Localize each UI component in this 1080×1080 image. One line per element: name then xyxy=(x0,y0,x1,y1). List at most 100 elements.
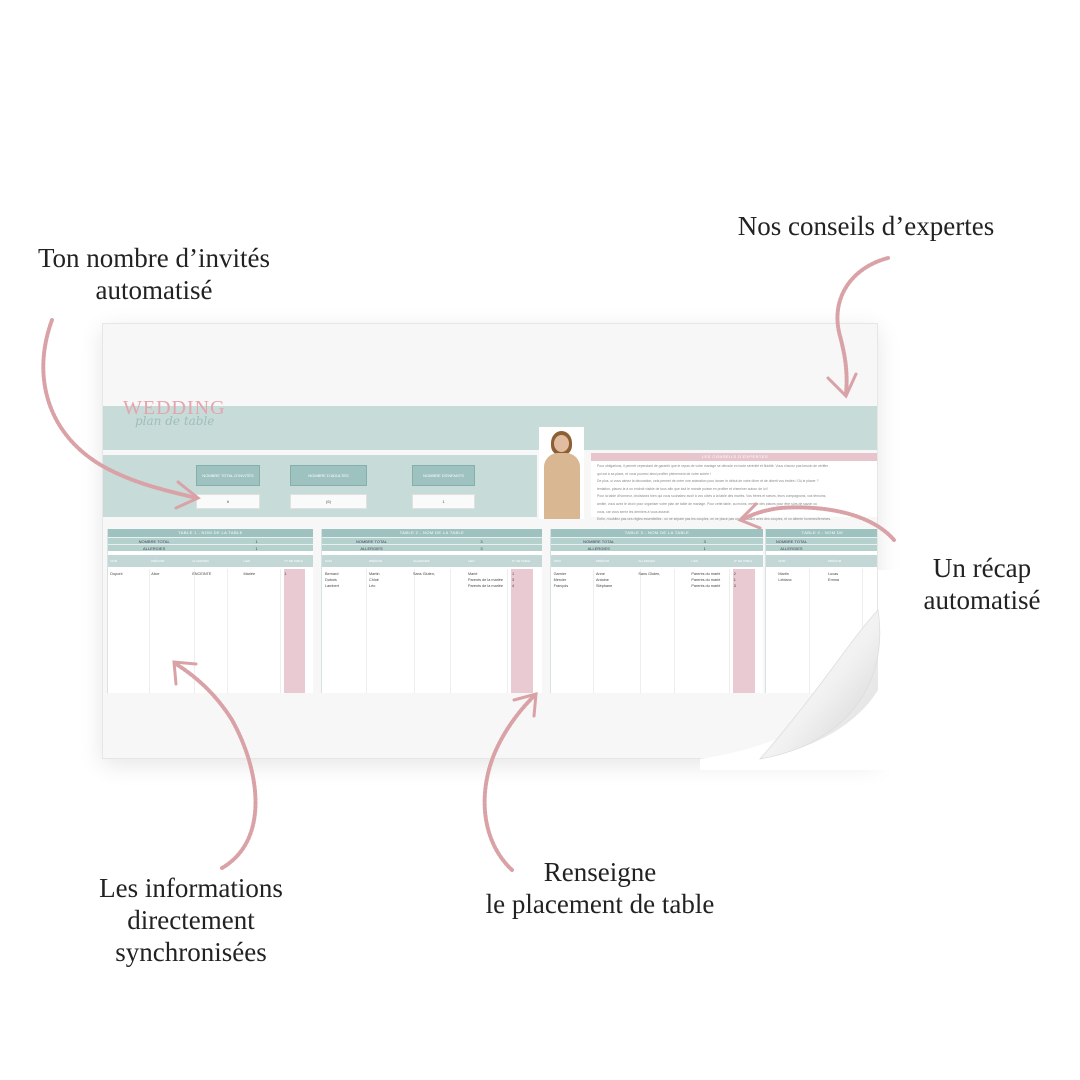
expert-advice-panel: LES CONSEILS D'EXPERTES Pour obligations… xyxy=(591,453,877,521)
table-cell[interactable]: Anne xyxy=(596,572,605,576)
table-cell[interactable]: Stéphane xyxy=(596,584,613,588)
expert-photo xyxy=(539,427,584,519)
table-cell[interactable]: 1 xyxy=(284,572,287,576)
callout-line: Un récap xyxy=(932,553,1032,583)
callout-line: Ton nombre d’invités xyxy=(37,243,271,273)
table-cell[interactable]: Parents du marié xyxy=(691,578,721,582)
counter-value[interactable]: 6 xyxy=(196,494,260,509)
table-cell[interactable]: Martin xyxy=(778,572,789,576)
table-cell[interactable]: Léo xyxy=(369,584,376,588)
table-cell[interactable]: Sans Gluten, xyxy=(638,572,661,576)
summary-label: ALLERGIES xyxy=(143,546,166,551)
column-divider xyxy=(593,569,595,693)
column-header: NOM xyxy=(553,559,561,563)
callout-line: Les informations xyxy=(99,873,283,903)
column-header: LIEN xyxy=(243,559,251,563)
table-cell[interactable]: Parents du marié xyxy=(691,572,721,576)
table-cell[interactable]: Lambert xyxy=(325,584,339,588)
column-divider xyxy=(366,569,367,693)
callout-table-placement: Renseigne le placement de table xyxy=(462,857,738,921)
column-header: LIEN xyxy=(468,559,475,563)
wedding-logo: WEDDING plan de table xyxy=(123,397,263,428)
table-summary-row: NOMBRE TOTAL xyxy=(766,537,877,544)
summary-label: NOMBRE TOTAL xyxy=(775,539,807,544)
table-cell[interactable]: 1 xyxy=(733,578,736,582)
table-row: Dupont Alice ENCEINTE Mariée 1 xyxy=(108,571,313,577)
advice-line: Pour obligations, il permet cependant de… xyxy=(597,464,829,468)
table-cell[interactable]: Mariée xyxy=(243,572,256,576)
column-divider xyxy=(449,569,451,693)
table-cell[interactable]: Martin xyxy=(369,572,380,576)
column-header: ALLERGIES xyxy=(413,559,430,563)
counter-label: NOMBRE D'ENFANTS xyxy=(412,465,475,486)
table-number-column xyxy=(511,569,534,693)
counter-value[interactable]: (6) xyxy=(290,494,367,509)
advice-line: tentation, placez-le à un endroit visibl… xyxy=(597,486,769,491)
summary-label: ALLERGIES xyxy=(780,546,803,551)
table-cell[interactable]: 1 xyxy=(512,572,515,576)
table-row: Lambert Léo Parents de la mariée 4 xyxy=(322,583,542,589)
table-cell[interactable]: 3 xyxy=(733,584,736,588)
column-header: ALLERGIES xyxy=(638,559,656,563)
callout-line: automatisé xyxy=(923,584,1041,615)
table-cell[interactable]: Leblanc xyxy=(778,578,792,582)
table-cell[interactable]: Parents du marié xyxy=(691,584,721,588)
table-row: François Stéphane Parents du marié 3 xyxy=(551,583,763,589)
summary-value: 1 xyxy=(255,539,258,544)
advice-line: De plus, si vous aimez la décoration, ce… xyxy=(597,479,819,484)
table-cell[interactable]: Lucas xyxy=(828,572,839,576)
table-row: Bernard Martin Sans Gluten, Marié 1 xyxy=(322,571,542,577)
table-row: Dubois Chloé Parents de la mariée 3 xyxy=(322,577,542,583)
table-cell[interactable]: 3 xyxy=(512,578,515,582)
column-divider xyxy=(280,569,282,693)
counter-value[interactable]: 1 xyxy=(412,494,475,509)
column-header: PRÉNOM xyxy=(151,559,165,563)
guest-counters-panel: NOMBRE TOTAL D'INVITÉS 6 NOMBRE D'ADULTE… xyxy=(103,455,537,517)
table-row: Garnier Anne Sans Gluten, Parents du marié 2 xyxy=(551,571,763,577)
summary-value: 3 xyxy=(480,539,483,544)
table-cell[interactable]: Mercier xyxy=(553,578,567,582)
column-header: N° DE TABLE xyxy=(284,559,303,563)
logo-script: plan de table xyxy=(135,414,215,428)
table-cell[interactable]: Marié xyxy=(468,572,478,576)
table-cell[interactable]: Garnier xyxy=(553,572,567,576)
table-cell[interactable]: Chloé xyxy=(369,578,379,582)
table-cell[interactable]: 4 xyxy=(512,584,515,588)
callout-line: directement xyxy=(127,904,255,935)
table-cell[interactable]: Parents de la mariée xyxy=(468,578,504,582)
table-cell[interactable]: Dupont xyxy=(110,572,123,576)
summary-label: NOMBRE TOTAL xyxy=(138,539,170,544)
summary-value xyxy=(817,545,877,551)
table-cell[interactable]: Antoine xyxy=(596,578,609,582)
column-divider xyxy=(729,569,731,693)
table-cell[interactable]: Emma xyxy=(828,578,840,582)
table-cell[interactable]: Alice xyxy=(151,572,160,576)
table-cell[interactable]: 2 xyxy=(733,572,736,576)
table-cell[interactable]: Parents de la mariée xyxy=(468,584,504,588)
summary-label: ALLERGIES xyxy=(360,546,383,551)
counter-total-guests: NOMBRE TOTAL D'INVITÉS 6 xyxy=(196,465,260,509)
table-cell[interactable]: François xyxy=(553,584,569,588)
callout-expert-tips: Nos conseils d’expertes xyxy=(720,211,1012,243)
table-cell[interactable]: Dubois xyxy=(325,578,337,582)
summary-value: 3 xyxy=(703,539,706,544)
counter-label: NOMBRE TOTAL D'INVITÉS xyxy=(196,465,260,486)
page-curl xyxy=(700,570,920,770)
column-header: LIEN xyxy=(691,559,699,563)
callout-guest-count: Ton nombre d’invités automatisé xyxy=(14,243,294,307)
table-title: TABLE 3 - NOM DE LA TABLE xyxy=(551,529,763,537)
callout-recap: Un récap automatisé xyxy=(906,553,1058,617)
table-summary-row: NOMBRE TOTAL 1 xyxy=(108,537,313,544)
table-cell[interactable]: ENCEINTE xyxy=(192,572,212,576)
table-cell[interactable]: Bernard xyxy=(325,572,339,576)
table-cell[interactable]: Sans Gluten, xyxy=(413,572,435,576)
summary-value xyxy=(817,538,877,544)
column-divider xyxy=(194,569,196,693)
